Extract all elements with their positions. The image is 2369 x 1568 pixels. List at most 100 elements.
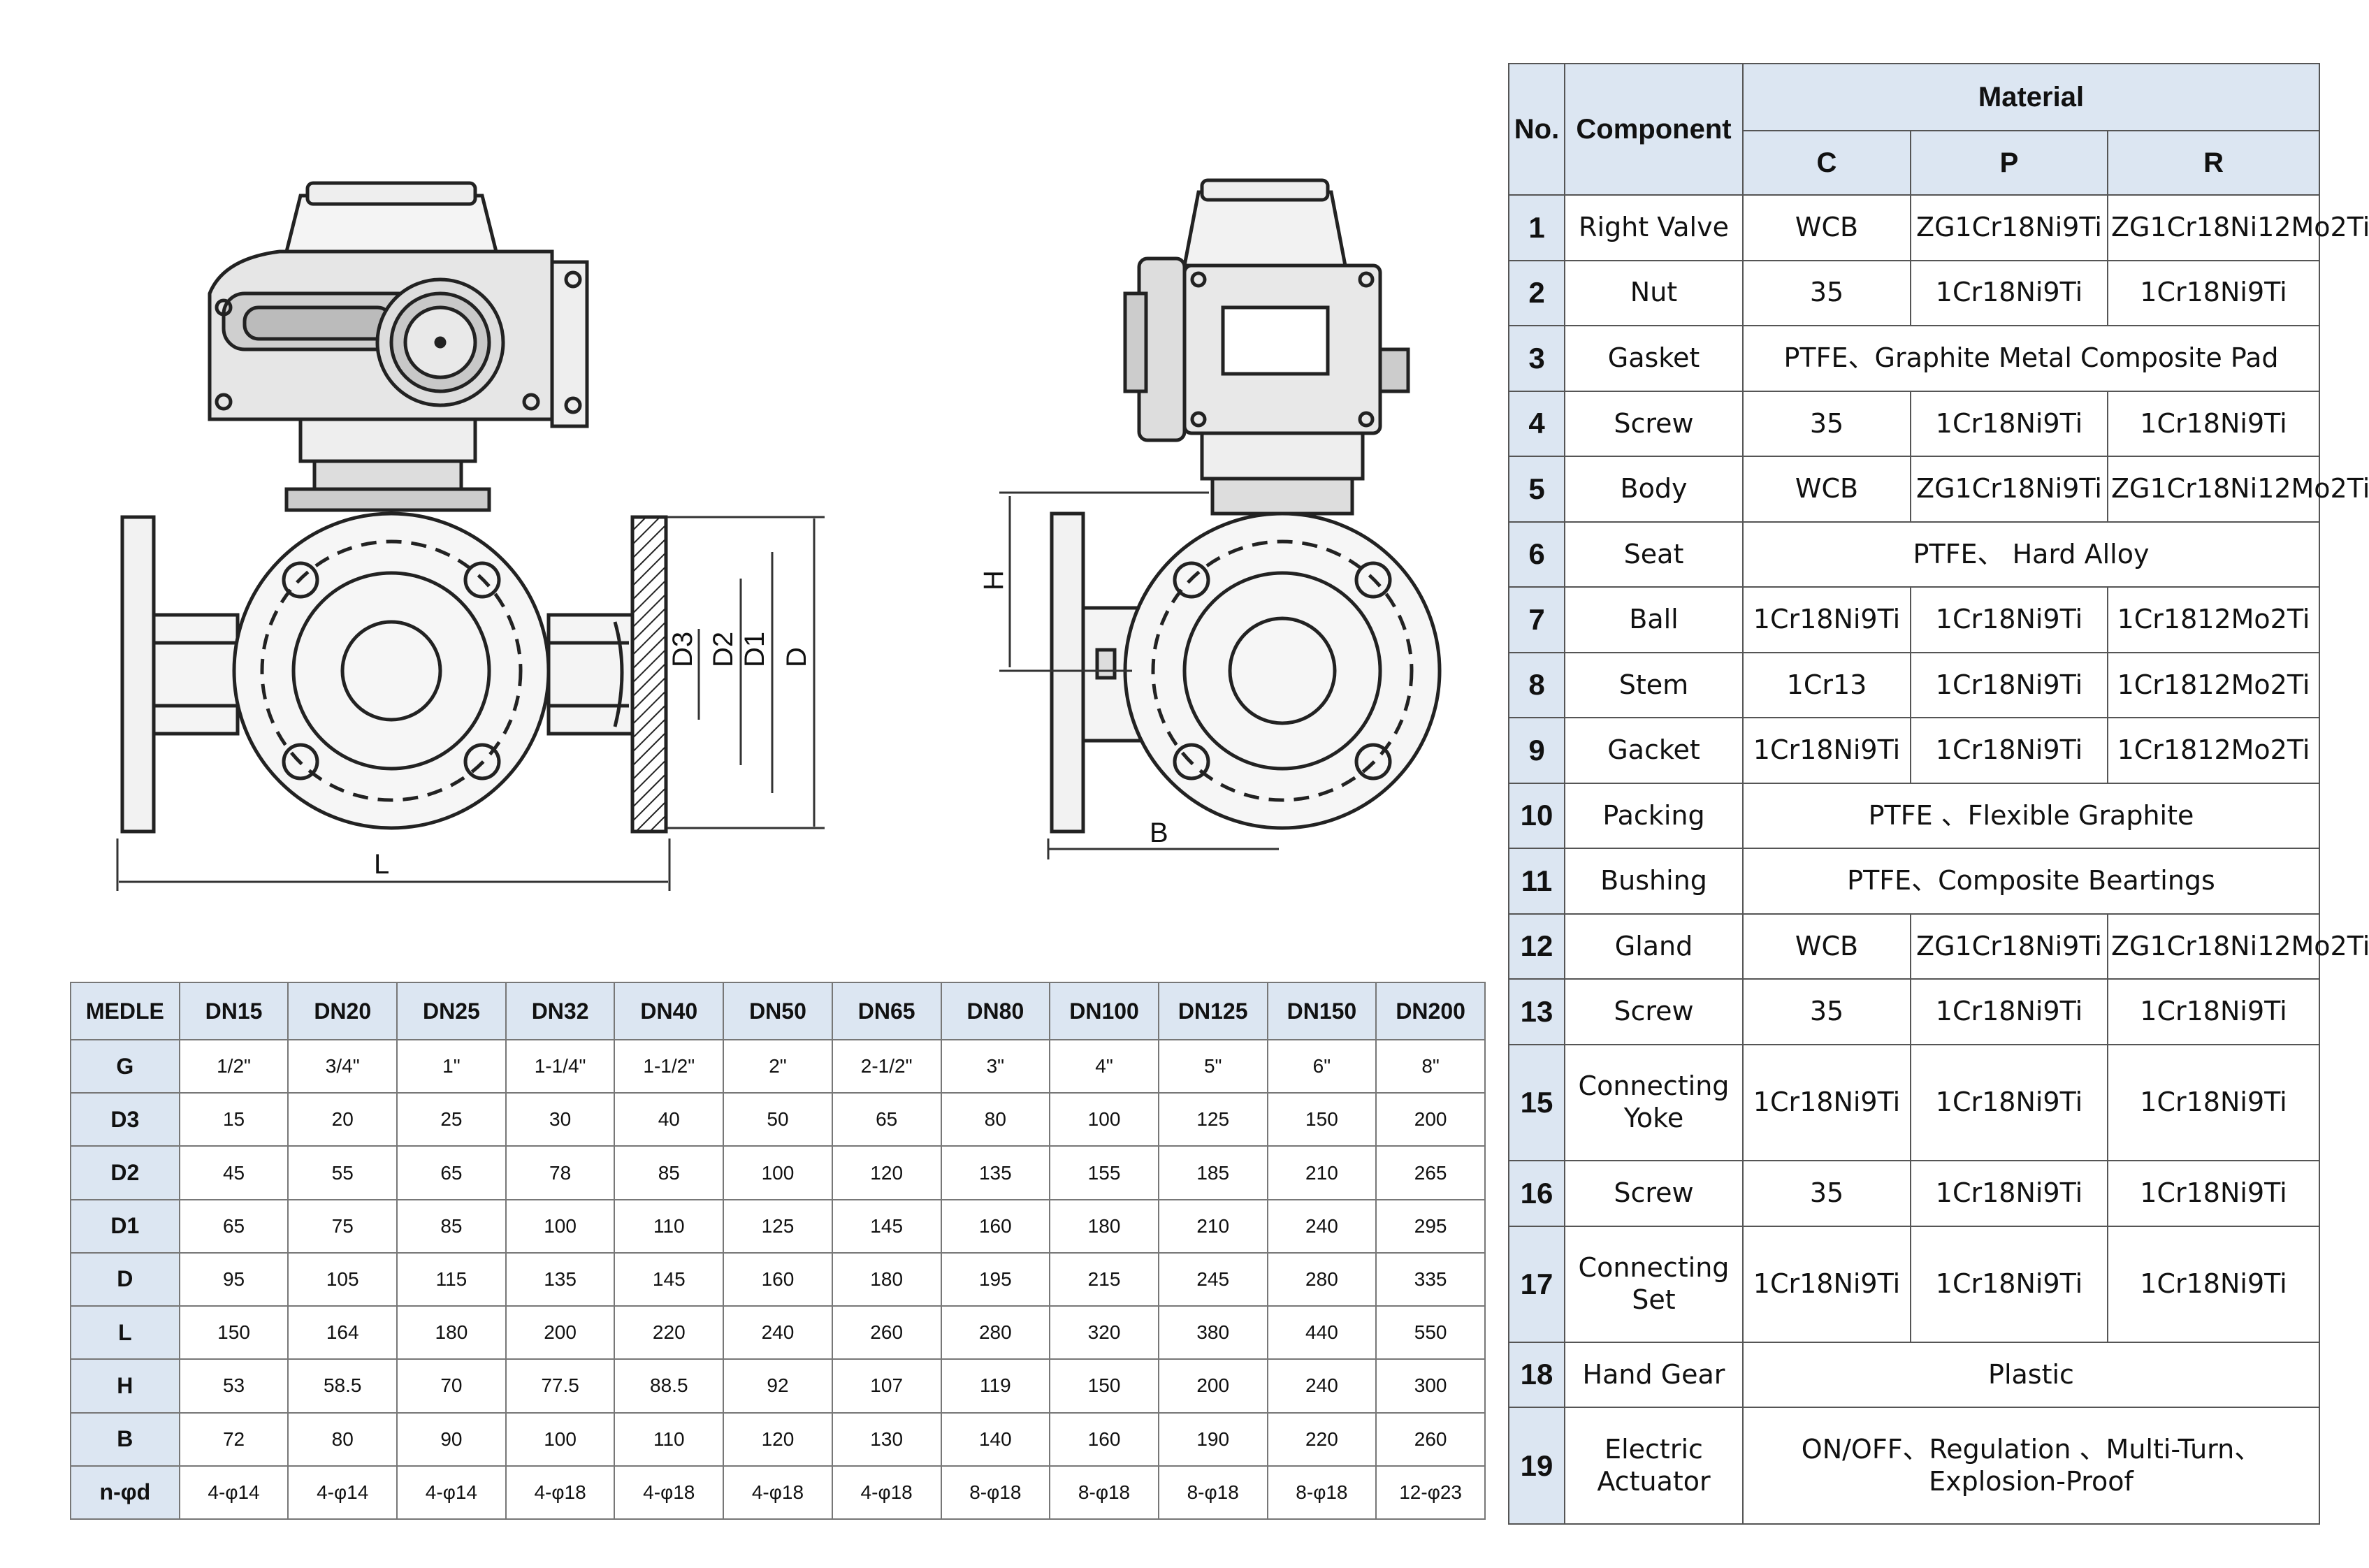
material-r: ZG1Cr18Ni12Mo2Ti <box>2106 913 2369 980</box>
table-cell: 180 <box>396 1305 507 1360</box>
valve-drawings: D3 D2 D1 D L H B <box>116 178 1442 891</box>
model-header-dn15: DN15 <box>178 982 289 1040</box>
table-cell: 40 <box>614 1092 725 1147</box>
table-cell: 145 <box>831 1198 942 1254</box>
table-cell: 4-φ14 <box>287 1465 398 1520</box>
material-r: ZG1Cr18Ni12Mo2Ti <box>2106 194 2369 261</box>
material-r: 1Cr18Ni9Ti <box>2106 1043 2321 1162</box>
table-cell: 65 <box>396 1145 507 1200</box>
table-cell: 80 <box>940 1092 1051 1147</box>
material-c: WCB <box>1742 456 1911 523</box>
component-name: Hand Gear <box>1564 1341 1744 1409</box>
table-cell: 135 <box>505 1251 616 1307</box>
component-name: Stem <box>1564 651 1744 719</box>
row-number: 13 <box>1508 978 1565 1045</box>
material-c: 1Cr13 <box>1742 651 1911 719</box>
table-cell: 380 <box>1157 1305 1268 1360</box>
row-number: 3 <box>1508 325 1565 392</box>
component-name: Gasket <box>1564 325 1744 392</box>
table-cell: 300 <box>1375 1358 1486 1414</box>
dim-label-d: D <box>781 647 812 667</box>
model-header-dn150: DN150 <box>1266 982 1377 1040</box>
row-label: D <box>70 1251 180 1307</box>
table-cell: 260 <box>831 1305 942 1360</box>
table-cell: 45 <box>178 1145 289 1200</box>
table-cell: 245 <box>1157 1251 1268 1307</box>
table-cell: 4-φ18 <box>723 1465 833 1520</box>
table-cell: 160 <box>1049 1411 1159 1467</box>
model-header-dn20: DN20 <box>287 982 398 1040</box>
header-component: Component <box>1564 63 1744 196</box>
material-c: 1Cr18Ni9Ti <box>1742 717 1911 784</box>
row-number: 10 <box>1508 782 1565 850</box>
table-cell: 4-φ14 <box>178 1465 289 1520</box>
table-cell: 150 <box>1266 1092 1377 1147</box>
front-view-drawing <box>120 181 668 834</box>
table-cell: 115 <box>396 1251 507 1307</box>
model-header-dn125: DN125 <box>1157 982 1268 1040</box>
table-cell: 110 <box>614 1411 725 1467</box>
table-cell: 107 <box>831 1358 942 1414</box>
dim-label-d3: D3 <box>667 632 698 667</box>
table-cell: 8-φ18 <box>1266 1465 1377 1520</box>
material-all: PTFE、Graphite Metal Composite Pad <box>1741 325 2321 392</box>
row-number: 4 <box>1508 390 1565 458</box>
material-p: ZG1Cr18Ni9Ti <box>1910 913 2108 980</box>
table-cell: 77.5 <box>505 1358 616 1414</box>
table-cell: 4-φ14 <box>396 1465 507 1520</box>
model-header-dn100: DN100 <box>1049 982 1159 1040</box>
material-r: 1Cr1812Mo2Ti <box>2106 586 2321 653</box>
component-name: Screw <box>1564 1160 1744 1227</box>
table-cell: 8-φ18 <box>1157 1465 1268 1520</box>
table-cell: 65 <box>178 1198 289 1254</box>
row-label: D1 <box>70 1198 180 1254</box>
material-p: 1Cr18Ni9Ti <box>1910 259 2108 327</box>
side-view-drawing <box>1050 178 1442 834</box>
material-c: 35 <box>1742 1160 1911 1227</box>
table-cell: 145 <box>614 1251 725 1307</box>
row-number: 5 <box>1508 456 1565 523</box>
row-number: 17 <box>1508 1225 1565 1343</box>
table-cell: 220 <box>1266 1411 1377 1467</box>
table-cell: 210 <box>1157 1198 1268 1254</box>
table-cell: 50 <box>723 1092 833 1147</box>
table-cell: 8-φ18 <box>940 1465 1051 1520</box>
table-cell: 2" <box>723 1038 833 1094</box>
table-cell: 125 <box>1157 1092 1268 1147</box>
table-cell: 220 <box>614 1305 725 1360</box>
table-cell: 1" <box>396 1038 507 1094</box>
table-cell: 70 <box>396 1358 507 1414</box>
material-c: WCB <box>1742 913 1911 980</box>
material-all: ON/OFF、Regulation 、Multi-Turn、Explosion-… <box>1741 1407 2321 1525</box>
component-name: Gacket <box>1564 717 1744 784</box>
table-cell: 4-φ18 <box>505 1465 616 1520</box>
component-name: Screw <box>1564 390 1744 458</box>
material-r: 1Cr18Ni9Ti <box>2106 1160 2321 1227</box>
row-number: 12 <box>1508 913 1565 980</box>
table-cell: 180 <box>831 1251 942 1307</box>
table-cell: 195 <box>940 1251 1051 1307</box>
row-number: 8 <box>1508 651 1565 719</box>
material-c: 35 <box>1742 390 1911 458</box>
material-p: 1Cr18Ni9Ti <box>1910 978 2108 1045</box>
component-name: Packing <box>1564 782 1744 850</box>
table-cell: 85 <box>614 1145 725 1200</box>
material-p: 1Cr18Ni9Ti <box>1910 390 2108 458</box>
row-number: 7 <box>1508 586 1565 653</box>
table-cell: 1-1/4" <box>505 1038 616 1094</box>
table-cell: 164 <box>287 1305 398 1360</box>
table-cell: 20 <box>287 1092 398 1147</box>
row-label: L <box>70 1305 180 1360</box>
material-c: WCB <box>1742 194 1911 261</box>
table-cell: 65 <box>831 1092 942 1147</box>
table-cell: 100 <box>1049 1092 1159 1147</box>
